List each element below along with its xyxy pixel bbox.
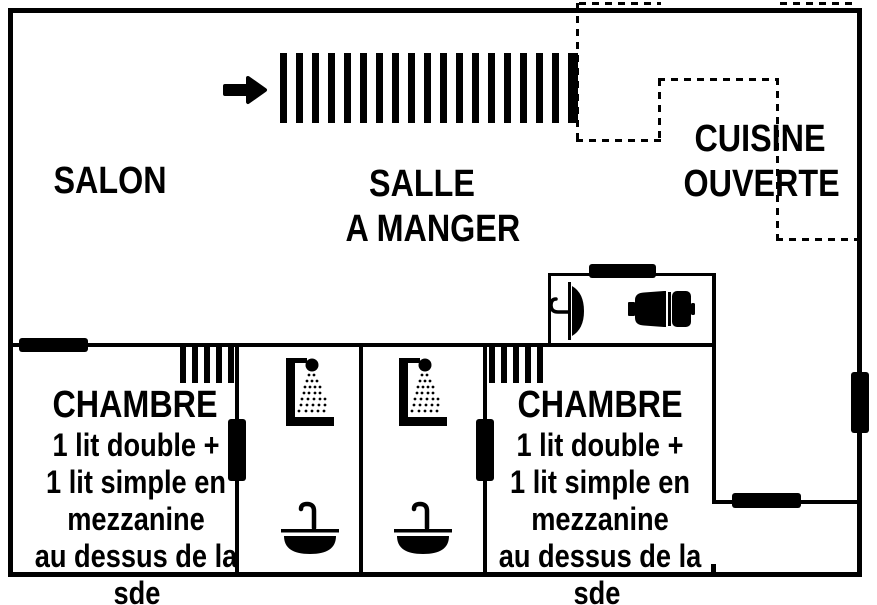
dashed-boundary-v1 [576, 3, 579, 142]
window-bar-right-border [851, 372, 869, 433]
salle-a-manger-label-line1: SALLE [369, 163, 475, 205]
cuisine-label-line1: CUISINE [694, 118, 826, 160]
outer-wall-right [857, 8, 862, 577]
door-bar-shower-right [476, 419, 494, 481]
hatch-door-opening-right [489, 347, 546, 383]
wall-chambre-right-right [712, 273, 716, 504]
window-bar-salon-left [19, 338, 88, 352]
hatch-end-post [571, 53, 578, 123]
shower-icon [399, 358, 447, 426]
washbasin-icon [394, 501, 452, 554]
chambre-right-footnote: sde [573, 575, 621, 605]
chambre-right-line-4: au dessus de la [498, 538, 702, 574]
chambre-right-title: CHAMBRE [517, 384, 683, 426]
chambre-right-line-2: 1 lit simple en [510, 464, 690, 500]
outer-wall-top [8, 8, 862, 13]
salle-a-manger-label-line2: A MANGER [345, 208, 521, 250]
dashed-boundary-v3 [776, 78, 779, 241]
dashed-boundary-v2 [658, 79, 661, 142]
dashed-boundary-h2 [658, 78, 779, 81]
salon-label: SALON [53, 160, 167, 202]
dashed-boundary-top1 [579, 2, 661, 5]
toilet-icon [628, 291, 695, 327]
chambre-left-line-4: au dessus de la [34, 538, 238, 574]
wc-washbasin-icon [549, 282, 584, 340]
chambre-right-line-3: mezzanine [531, 501, 669, 537]
chambre-left-line-3: mezzanine [67, 501, 205, 537]
hatch-entrance-railing [280, 53, 578, 123]
entrance-arrow-icon [223, 76, 267, 104]
dashed-boundary-h1 [576, 139, 661, 142]
door-bar-wc-top [589, 264, 656, 278]
chambre-left-line-1: 1 lit double + [52, 427, 220, 463]
chambre-left-footnote: sde [113, 575, 161, 605]
outer-wall-bottom [8, 572, 862, 577]
shower-icon [286, 358, 334, 426]
door-bar-shower-left [228, 419, 246, 481]
dashed-boundary-h3 [776, 238, 859, 241]
dashed-boundary-top2 [780, 2, 857, 5]
window-bar-notch [732, 493, 801, 508]
chambre-left-line-2: 1 lit simple en [46, 464, 226, 500]
chambre-left-title: CHAMBRE [52, 384, 218, 426]
cuisine-label-line2: OUVERTE [683, 163, 840, 205]
wall-shower-divider [359, 343, 363, 577]
hatch-door-opening-left [180, 347, 237, 383]
chambre-right-line-1: 1 lit double + [516, 427, 684, 463]
washbasin-icon [281, 501, 339, 554]
wall-notch-stub [711, 564, 716, 574]
outer-wall-left [8, 8, 13, 577]
